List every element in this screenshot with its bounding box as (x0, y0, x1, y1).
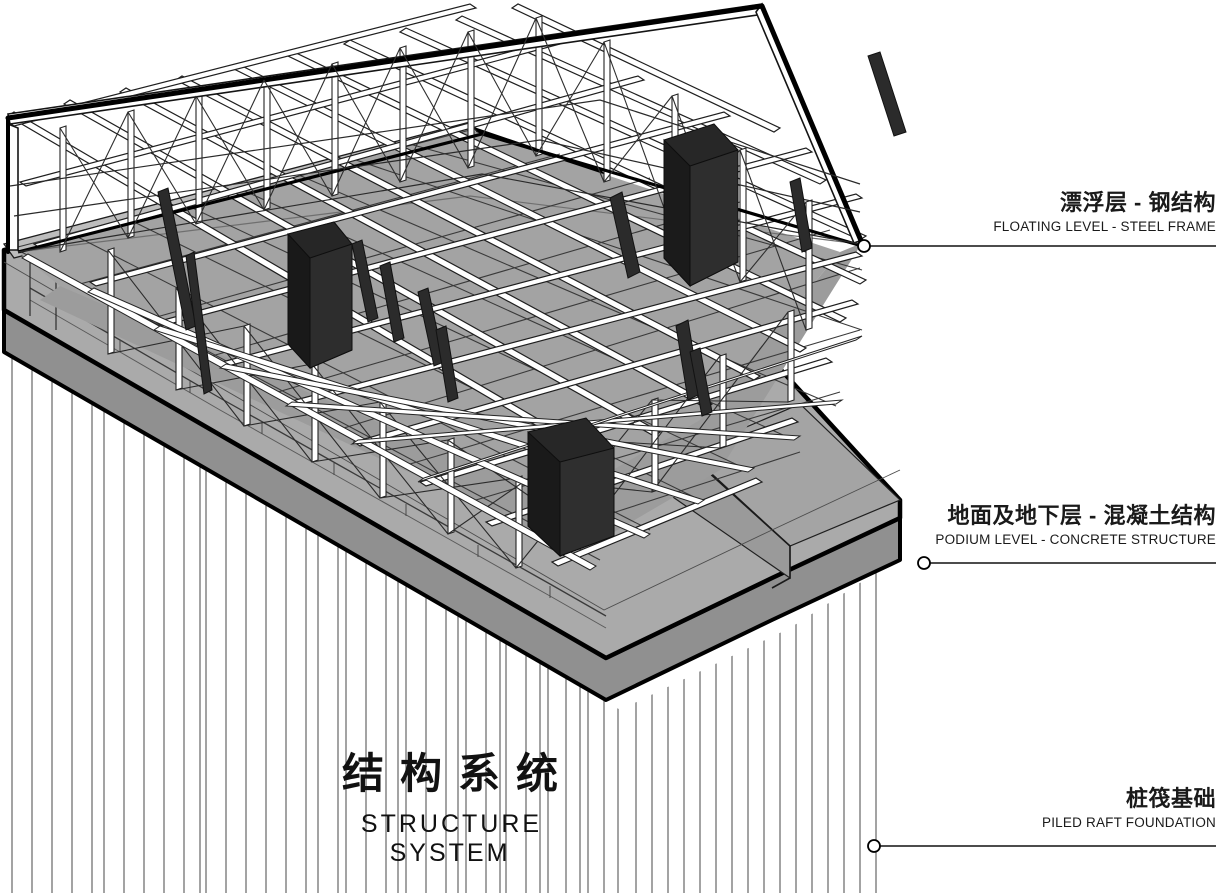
annotation-piled-raft-foundation: 桩筏基础 PILED RAFT FOUNDATION (1042, 788, 1216, 830)
pile-shafts (11, 330, 877, 893)
leader-marker-podium (917, 556, 931, 570)
core-shaft-right (663, 123, 739, 288)
main-title-en: STRUCTURE SYSTEM (360, 810, 543, 868)
truss-front-x-bracing (59, 17, 807, 331)
main-title-block: 结构系统 STRUCTURE SYSTEM (300, 750, 600, 868)
annotation-floating-level-en: FLOATING LEVEL - STEEL FRAME (993, 219, 1216, 234)
annotation-podium-level: 地面及地下层 - 混凝土结构 PODIUM LEVEL - CONCRETE S… (935, 505, 1216, 547)
core-shaft-left (287, 221, 353, 370)
leader-marker-piles (867, 839, 881, 853)
podium-slab-edge-line (3, 261, 901, 611)
truss-lower-tubes (21, 253, 863, 571)
leader-marker-floating (857, 239, 871, 253)
annotation-floating-level-cn: 漂浮层 - 钢结构 (1059, 190, 1216, 215)
annotation-piled-raft-cn: 桩筏基础 (1125, 786, 1216, 811)
service-cores-and-hangers-group (157, 51, 907, 558)
annotation-podium-level-cn: 地面及地下层 - 混凝土结构 (947, 503, 1216, 528)
annotation-piled-raft-en: PILED RAFT FOUNDATION (1042, 815, 1216, 830)
roof-silhouette (5, 3, 865, 246)
core-shaft-lower (527, 417, 615, 558)
annotation-podium-level-en: PODIUM LEVEL - CONCRETE STRUCTURE (935, 532, 1216, 547)
inclined-hangers (157, 51, 907, 417)
annotation-floating-level: 漂浮层 - 钢结构 FLOATING LEVEL - STEEL FRAME (993, 192, 1216, 234)
annotation-leaders-group (857, 239, 1216, 853)
main-title-cn: 结构系统 (341, 750, 574, 797)
podium-rail-ticks (119, 340, 551, 598)
piled-raft-foundation-group (11, 330, 877, 893)
